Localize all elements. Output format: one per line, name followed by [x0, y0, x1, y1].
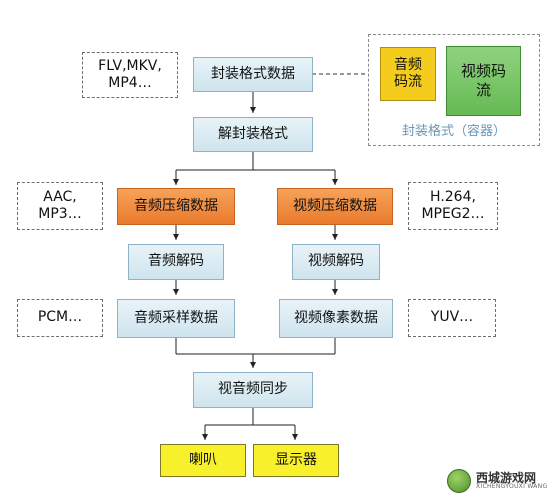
demux-node: 解封装格式: [193, 117, 313, 152]
pcm-example-note: PCM…: [17, 299, 103, 337]
av-sync-node: 视音频同步: [193, 372, 313, 408]
audio-samples-node: 音频采样数据: [117, 299, 235, 338]
container-label: 封装格式（容器）: [401, 124, 506, 139]
video-decode-node: 视频解码: [292, 244, 380, 280]
format-examples-note: FLV,MKV, MP4…: [82, 52, 178, 98]
speaker-node: 喇叭: [160, 444, 246, 477]
watermark: 西城游戏网 XICHENGYOUXI WANG: [447, 466, 555, 496]
video-compressed-node: 视频压缩数据: [277, 188, 393, 225]
encapsulated-data-node: 封装格式数据: [193, 57, 313, 92]
watermark-logo-icon: [447, 469, 471, 493]
display-node: 显示器: [253, 444, 339, 477]
audio-decode-node: 音频解码: [128, 244, 224, 280]
watermark-text: 西城游戏网 XICHENGYOUXI WANG: [476, 470, 548, 491]
audio-codec-examples-note: AAC, MP3…: [17, 182, 103, 230]
video-codec-examples-note: H.264, MPEG2…: [408, 182, 498, 230]
video-pixels-node: 视频像素数据: [279, 299, 393, 338]
watermark-title: 西城游戏网: [476, 470, 537, 485]
yuv-example-note: YUV…: [408, 299, 496, 337]
video-stream-node: 视频码 流: [446, 46, 521, 116]
watermark-subtitle: XICHENGYOUXI WANG: [476, 483, 548, 491]
audio-compressed-node: 音频压缩数据: [117, 188, 235, 225]
audio-stream-node: 音频 码流: [380, 47, 436, 101]
